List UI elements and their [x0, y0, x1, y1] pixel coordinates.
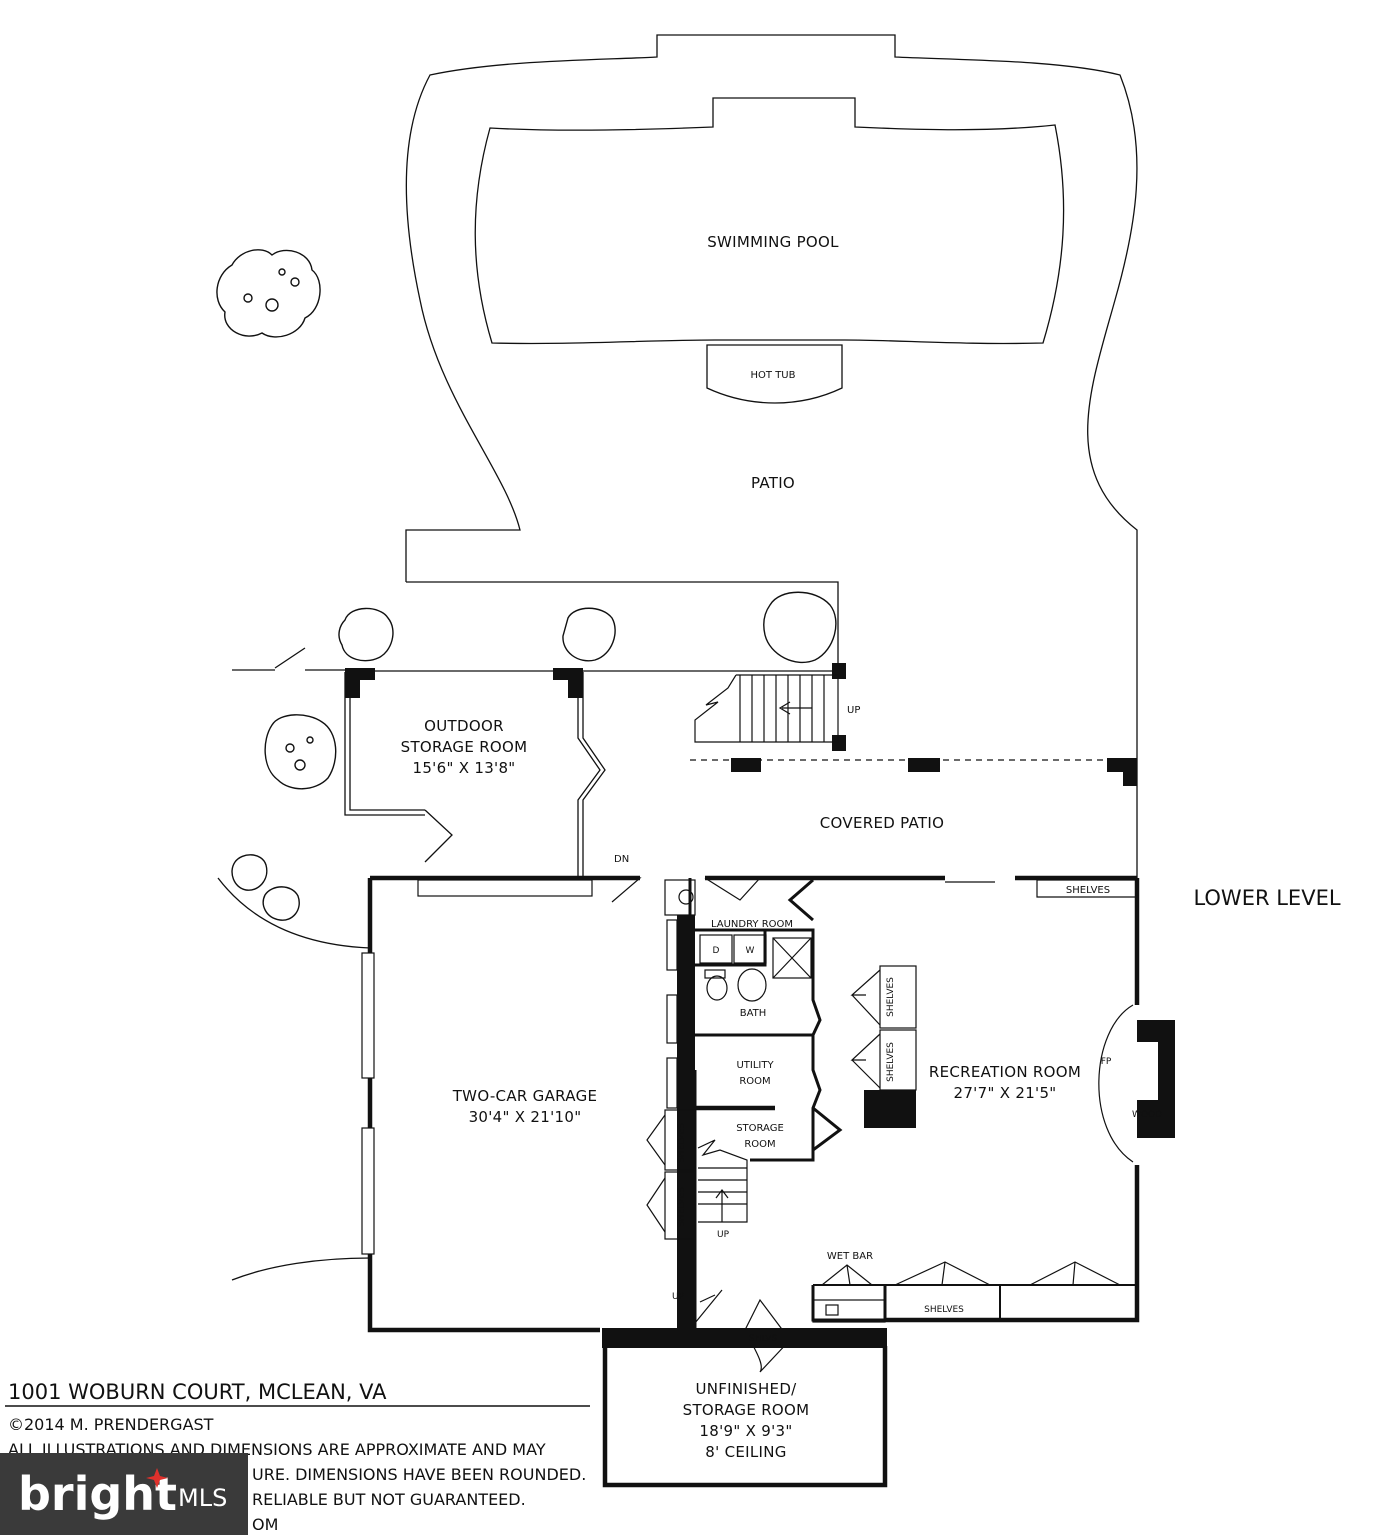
- disclaimer-line-2: URE. DIMENSIONS HAVE BEEN ROUNDED.: [252, 1465, 586, 1484]
- swimming-pool-label: SWIMMING POOL: [707, 233, 839, 251]
- watermark-brand: bright: [18, 1467, 177, 1521]
- watermark-star-icon: [146, 1468, 168, 1488]
- unfinished-dims: 18'9" X 9'3": [699, 1422, 792, 1440]
- unfinished-storage-walls: [602, 1328, 888, 1488]
- garage-dims: 30'4" X 21'10": [469, 1108, 582, 1126]
- garage-label: TWO-CAR GARAGE: [452, 1087, 598, 1105]
- up-label-garage: UP: [672, 1292, 685, 1302]
- exterior-stair: [694, 674, 839, 743]
- wood-label: WOOD: [1132, 1110, 1162, 1120]
- storage-room-label-2: ROOM: [744, 1139, 775, 1150]
- up-label-exterior: UP: [847, 705, 860, 716]
- disclaimer-line-3: RELIABLE BUT NOT GUARANTEED.: [252, 1490, 526, 1509]
- shelves-label-bottom: SHELVES: [924, 1305, 964, 1315]
- columns: [345, 663, 1137, 786]
- pool-deck: [405, 34, 1138, 880]
- shelves-label-garage-2: SHELVES: [677, 1187, 687, 1227]
- tree: [262, 886, 300, 921]
- disclaimer-line-4: OM: [252, 1515, 278, 1534]
- stair-wall: [677, 915, 695, 1330]
- outdoor-storage-label-2: STORAGE ROOM: [401, 738, 528, 756]
- unfinished-ceiling: 8' CEILING: [705, 1443, 786, 1461]
- shelves-label-top: SHELVES: [1066, 885, 1110, 896]
- garage-windows: [361, 879, 593, 1255]
- tree: [562, 607, 616, 662]
- outdoor-storage-label-1: OUTDOOR: [424, 717, 504, 735]
- wet-bar-label: WET BAR: [827, 1251, 873, 1262]
- tree: [338, 607, 394, 662]
- shelf-block: [864, 1090, 916, 1128]
- tree: [216, 249, 321, 338]
- outdoor-storage-dims: 15'6" X 13'8": [412, 759, 515, 777]
- tree: [264, 714, 337, 790]
- unfinished-label-2: STORAGE ROOM: [683, 1401, 810, 1419]
- recreation-room-label: RECREATION ROOM: [929, 1063, 1081, 1081]
- dn-label: DN: [614, 854, 629, 865]
- storage-room-label-1: STORAGE: [736, 1123, 784, 1134]
- unfinished-label-1: UNFINISHED/: [695, 1380, 797, 1398]
- washer-label: W: [746, 946, 755, 956]
- trees: [216, 249, 837, 921]
- fireplace-label: FP: [1101, 1057, 1112, 1067]
- utility-room-label-2: ROOM: [739, 1076, 770, 1087]
- recreation-room-dims: 27'7" X 21'5": [953, 1084, 1056, 1102]
- shelves-label-garage-1: SHELVES: [677, 1123, 687, 1163]
- up-label-interior: UP: [717, 1230, 730, 1240]
- laundry-room-label: LAUNDRY ROOM: [711, 919, 793, 930]
- tree: [763, 591, 837, 664]
- shelves-label-rec-1: SHELVES: [886, 977, 896, 1017]
- dryer-label: D: [713, 946, 720, 956]
- fixtures: [610, 877, 1138, 1324]
- watermark-background: [0, 1453, 248, 1535]
- outdoor-storage-walls: [344, 672, 606, 878]
- patio-label: PATIO: [751, 474, 795, 492]
- covered-patio-label: COVERED PATIO: [820, 814, 944, 832]
- hot-tub-label: HOT TUB: [751, 370, 796, 381]
- address: 1001 WOBURN COURT, MCLEAN, VA: [8, 1380, 387, 1404]
- fireplace: [1137, 1020, 1175, 1138]
- shlvs-label: SHLVS: [749, 1334, 778, 1344]
- copyright: ©2014 M. PRENDERGAST: [8, 1415, 214, 1434]
- watermark-suffix: MLS: [178, 1484, 227, 1512]
- utility-room-label-1: UTILITY: [736, 1060, 774, 1071]
- level-title: LOWER LEVEL: [1193, 886, 1340, 910]
- bath-label: BATH: [740, 1008, 767, 1019]
- shelves-label-rec-2: SHELVES: [886, 1042, 896, 1082]
- bright-mls-watermark: bright MLS: [0, 1453, 248, 1535]
- tree: [231, 854, 268, 891]
